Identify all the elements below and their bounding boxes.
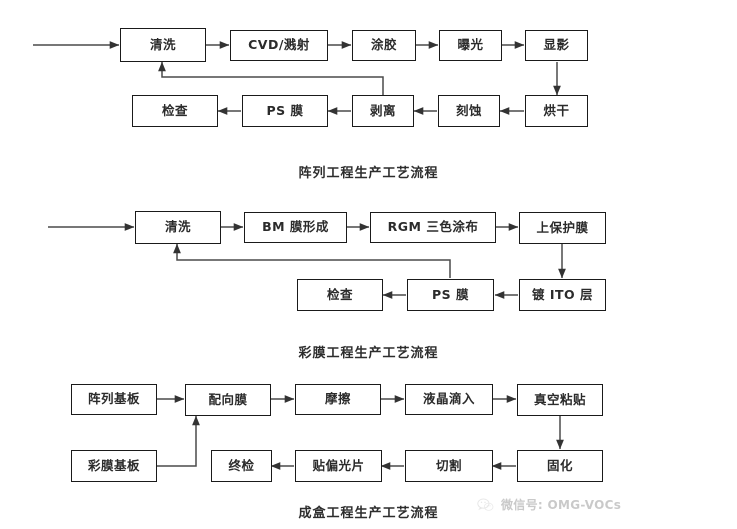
- node-a4-baoguang[interactable]: 曝光: [439, 30, 502, 61]
- node-label: 烘干: [543, 102, 570, 118]
- node-label: 镀 ITO 层: [531, 286, 593, 302]
- node-a10-jiancha[interactable]: 检查: [132, 95, 218, 127]
- node-label: 固化: [546, 457, 573, 473]
- node-label: 贴偏光片: [312, 457, 365, 473]
- node-label: RGM 三色涂布: [387, 219, 479, 235]
- node-label: 终检: [228, 457, 255, 473]
- node-b5-ito-layer[interactable]: 镀 ITO 层: [519, 279, 606, 311]
- node-c1-array-substrate[interactable]: 阵列基板: [71, 384, 157, 415]
- edge-psmo2-feedback-to-qingxi2: [173, 243, 451, 278]
- edge-caimojiban-to-peixiangmo: [157, 415, 200, 467]
- node-a2-cvd-sputter[interactable]: CVD/溅射: [230, 30, 328, 61]
- node-label: 检查: [326, 286, 353, 302]
- node-label: 清洗: [149, 36, 176, 52]
- node-label: 摩擦: [324, 391, 351, 407]
- node-label: 清洗: [164, 219, 191, 235]
- node-a6-hongan[interactable]: 烘干: [525, 95, 588, 127]
- node-b4-protective-film[interactable]: 上保护膜: [519, 212, 606, 244]
- node-label: 曝光: [457, 37, 484, 53]
- caption-array-process: 阵列工程生产工艺流程: [298, 166, 439, 181]
- caption-color-filter-process: 彩膜工程生产工艺流程: [298, 346, 439, 361]
- node-c9-final-inspection[interactable]: 终检: [211, 450, 272, 482]
- node-c3-rubbing[interactable]: 摩擦: [295, 384, 381, 415]
- node-label: 刻蚀: [455, 102, 482, 118]
- node-a9-ps-film[interactable]: PS 膜: [242, 95, 328, 127]
- node-label: 真空粘贴: [533, 391, 586, 407]
- node-label: 液晶滴入: [422, 391, 475, 407]
- node-label: 涂胶: [370, 37, 397, 53]
- node-label: 剥离: [369, 102, 396, 118]
- node-a1-qingxi[interactable]: 清洗: [120, 28, 206, 62]
- node-a8-boli[interactable]: 剥离: [352, 95, 414, 127]
- node-a3-tujiao[interactable]: 涂胶: [352, 30, 416, 61]
- node-label: BM 膜形成: [262, 219, 329, 235]
- node-c7-cutting[interactable]: 切割: [405, 450, 493, 482]
- node-label: 上保护膜: [536, 219, 589, 235]
- node-label: 彩膜基板: [87, 457, 140, 473]
- node-b1-qingxi[interactable]: 清洗: [135, 211, 221, 244]
- watermark-text: 微信号: OMG-VOCs: [501, 498, 622, 512]
- node-c6-curing[interactable]: 固化: [517, 450, 603, 482]
- node-b2-bm-film-formation[interactable]: BM 膜形成: [244, 212, 347, 243]
- node-label: 切割: [435, 457, 462, 473]
- node-a5-xianying[interactable]: 显影: [525, 30, 588, 61]
- node-label: CVD/溅射: [248, 37, 310, 53]
- caption-cell-process: 成盒工程生产工艺流程: [298, 506, 439, 521]
- node-label: PS 膜: [431, 286, 470, 302]
- node-b6-ps-film[interactable]: PS 膜: [407, 279, 494, 311]
- node-label: PS 膜: [266, 102, 304, 118]
- node-b3-rgm-three-color-coating[interactable]: RGM 三色涂布: [370, 212, 496, 243]
- node-c2-alignment-film[interactable]: 配向膜: [185, 384, 271, 416]
- node-c10-color-filter-substrate[interactable]: 彩膜基板: [71, 450, 157, 482]
- watermark: 微信号: OMG-VOCs: [477, 496, 621, 513]
- node-c4-lc-dropping[interactable]: 液晶滴入: [405, 384, 493, 415]
- node-label: 显影: [543, 37, 570, 53]
- node-label: 配向膜: [208, 391, 248, 407]
- node-label: 阵列基板: [87, 391, 140, 407]
- node-a7-keshi[interactable]: 刻蚀: [438, 95, 500, 127]
- wechat-logo-icon: [477, 498, 494, 511]
- node-b7-jiancha[interactable]: 检查: [297, 279, 383, 311]
- node-c8-polarizer-attach[interactable]: 贴偏光片: [295, 450, 382, 482]
- node-label: 检查: [161, 102, 188, 118]
- node-c5-vacuum-bonding[interactable]: 真空粘贴: [517, 384, 603, 416]
- edge-boli-feedback-to-qingxi: [158, 61, 384, 95]
